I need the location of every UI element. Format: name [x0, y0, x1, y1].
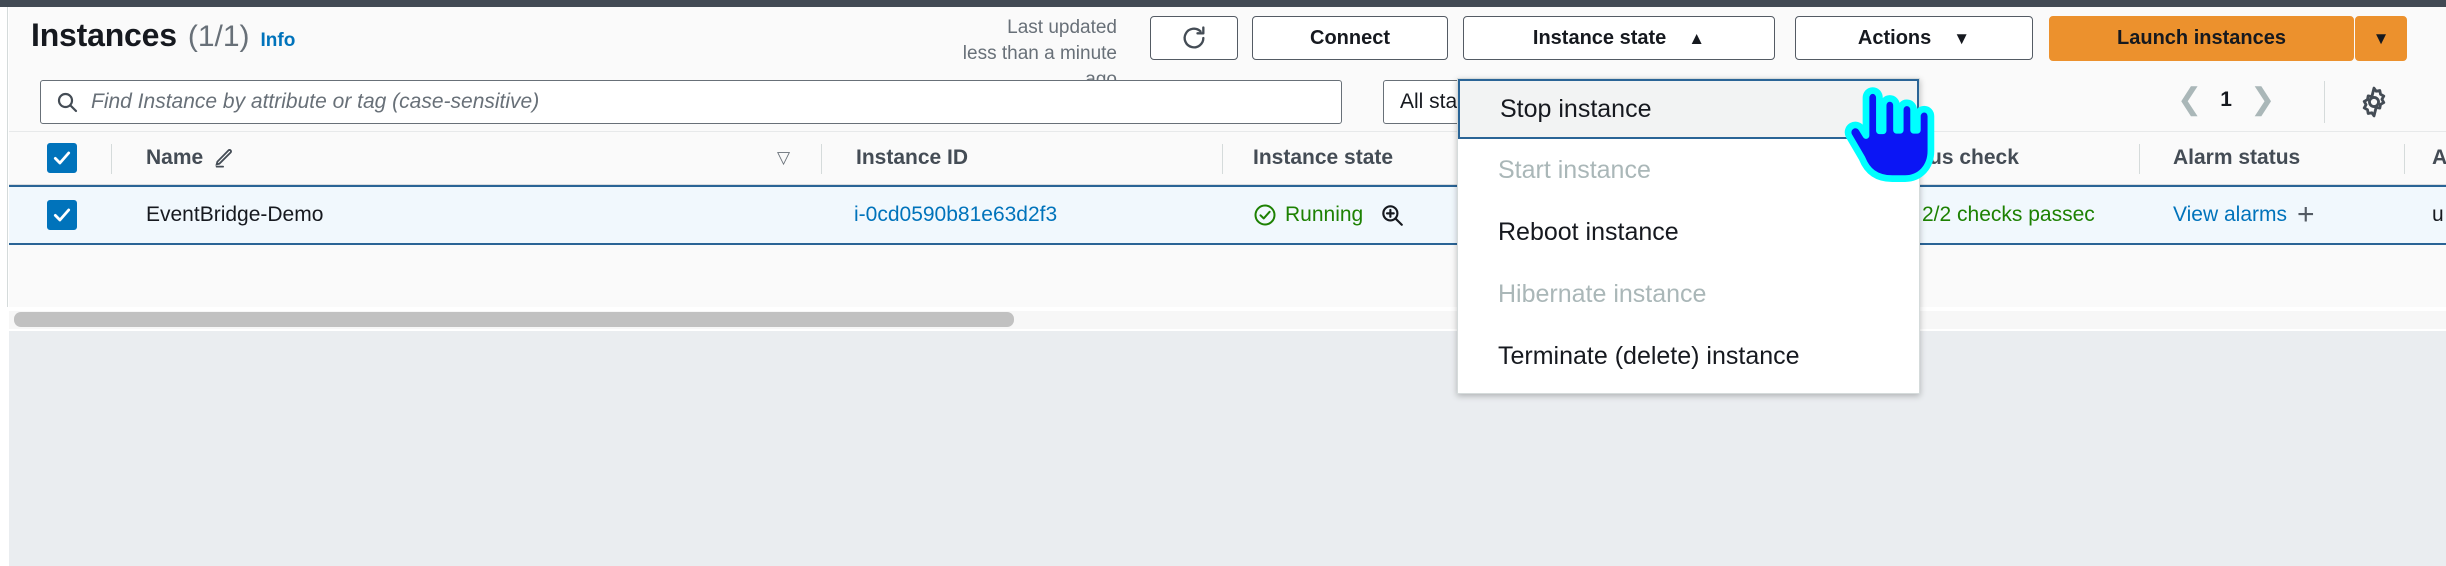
- instance-name: EventBridge-Demo: [146, 203, 324, 226]
- column-label: Instance state: [1253, 146, 1394, 169]
- column-label: A: [2432, 146, 2446, 169]
- cell-alarm-status[interactable]: View alarms +: [2173, 187, 2315, 243]
- actions-button[interactable]: Actions ▼: [1795, 16, 2033, 60]
- pagination: ❮ 1 ❯: [2177, 85, 2275, 115]
- column-header-instance-id[interactable]: Instance ID: [856, 132, 968, 184]
- connect-label: Connect: [1310, 26, 1390, 49]
- menu-item-label: Terminate (delete) instance: [1498, 341, 1800, 370]
- filter-row: Find Instance by attribute or tag (case-…: [9, 69, 2446, 131]
- magnify-plus-icon[interactable]: [1379, 202, 1405, 228]
- select-all-checkbox[interactable]: [47, 132, 77, 184]
- checkbox-checked[interactable]: [47, 200, 77, 230]
- cell-status-check: 2/2 checks passec: [1922, 187, 2095, 243]
- top-chrome-strip: [0, 0, 2446, 7]
- instances-table: Name ▽ Instance ID Instance state: [9, 131, 2446, 245]
- info-link[interactable]: Info: [260, 30, 296, 51]
- settings-button[interactable]: [2357, 85, 2391, 119]
- actions-label: Actions: [1857, 26, 1932, 49]
- chevron-up-icon: ▲: [1688, 28, 1706, 48]
- check-circle-icon: [1254, 204, 1276, 226]
- menu-item-start-instance: Start instance: [1458, 139, 1919, 201]
- connect-button[interactable]: Connect: [1252, 16, 1448, 60]
- edit-pencil-icon[interactable]: [213, 147, 235, 169]
- instance-state-label: Instance state: [1532, 26, 1667, 49]
- launch-instances-dropdown-button[interactable]: ▼: [2355, 16, 2407, 61]
- column-header-instance-state[interactable]: Instance state: [1253, 132, 1393, 184]
- checkbox-checked[interactable]: [47, 143, 77, 173]
- column-header-clipped[interactable]: A: [2432, 132, 2446, 184]
- plus-icon[interactable]: +: [2296, 198, 2315, 231]
- refresh-button[interactable]: [1150, 16, 1238, 60]
- column-header-status-check[interactable]: tus check: [1922, 132, 2019, 184]
- chevron-right-icon[interactable]: ❯: [2250, 83, 2276, 116]
- page-title-group: Instances (1/1) Info: [31, 17, 295, 54]
- left-rail: [0, 7, 8, 307]
- menu-item-terminate-instance[interactable]: Terminate (delete) instance: [1458, 325, 1919, 387]
- menu-item-reboot-instance[interactable]: Reboot instance: [1458, 201, 1919, 263]
- cell-name: EventBridge-Demo: [146, 187, 323, 243]
- column-sort-name[interactable]: ▽: [777, 132, 790, 184]
- header-divider: [2404, 144, 2405, 174]
- clipped-value: u: [2432, 203, 2444, 226]
- column-label: Name: [146, 146, 204, 169]
- page-number[interactable]: 1: [2220, 88, 2232, 111]
- row-select-checkbox[interactable]: [47, 187, 77, 243]
- state-filter-label: All sta: [1400, 90, 1458, 113]
- status-check-value: 2/2 checks passec: [1922, 203, 2095, 226]
- cell-instance-id[interactable]: i-0cd0590b81e63d2f3: [854, 187, 1057, 243]
- launch-instances-button[interactable]: Launch instances: [2049, 16, 2354, 61]
- table-header-row: Name ▽ Instance ID Instance state: [9, 131, 2446, 185]
- check-icon: [53, 151, 71, 165]
- panel-header: Instances (1/1) Info Last updated less t…: [9, 7, 2446, 90]
- chevron-down-icon: ▼: [1953, 28, 1971, 48]
- menu-item-stop-instance[interactable]: Stop instance: [1458, 79, 1919, 139]
- search-icon: [57, 92, 78, 113]
- horizontal-scrollbar-thumb[interactable]: [14, 312, 1014, 327]
- column-header-name[interactable]: Name: [146, 132, 235, 184]
- instance-state-button[interactable]: Instance state ▲: [1463, 16, 1775, 60]
- chevron-down-icon: ▼: [2372, 29, 2390, 48]
- last-updated-line1: Last updated: [1007, 17, 1117, 38]
- column-label: tus check: [1922, 146, 2019, 169]
- menu-item-label: Start instance: [1498, 155, 1651, 184]
- chevron-left-icon[interactable]: ❮: [2177, 83, 2203, 116]
- menu-item-label: Stop instance: [1500, 94, 1652, 123]
- launch-instances-label: Launch instances: [2117, 27, 2286, 49]
- header-divider: [2139, 144, 2140, 174]
- instances-panel: Instances (1/1) Info Last updated less t…: [9, 7, 2446, 307]
- instance-count: (1/1): [187, 20, 250, 53]
- refresh-icon: [1183, 26, 1205, 49]
- column-header-alarm-status[interactable]: Alarm status: [2173, 132, 2300, 184]
- page-background-area: [9, 331, 2446, 566]
- header-divider: [1222, 144, 1223, 174]
- search-placeholder: Find Instance by attribute or tag (case-…: [91, 90, 540, 113]
- view-alarms-link[interactable]: View alarms: [2173, 203, 2287, 226]
- instance-id-link[interactable]: i-0cd0590b81e63d2f3: [854, 203, 1058, 226]
- cell-instance-state: Running: [1253, 187, 1405, 243]
- column-label: Instance ID: [856, 146, 969, 169]
- menu-item-label: Hibernate instance: [1498, 279, 1707, 308]
- gear-icon: [2362, 86, 2386, 118]
- menu-item-hibernate-instance: Hibernate instance: [1458, 263, 1919, 325]
- column-label: Alarm status: [2173, 146, 2301, 169]
- pagination-divider: [2324, 81, 2325, 123]
- header-divider: [821, 144, 822, 174]
- header-divider: [111, 144, 112, 174]
- search-input[interactable]: Find Instance by attribute or tag (case-…: [40, 80, 1342, 124]
- menu-item-label: Reboot instance: [1498, 217, 1679, 246]
- instance-state-menu: Stop instance Start instance Reboot inst…: [1457, 78, 1920, 394]
- instance-state-value: Running: [1285, 203, 1364, 226]
- cell-clipped: u: [2432, 187, 2444, 243]
- sort-descending-icon: ▽: [777, 148, 791, 167]
- bottom-left-rail: [0, 331, 9, 566]
- check-icon: [53, 208, 71, 222]
- table-row[interactable]: EventBridge-Demo i-0cd0590b81e63d2f3 Run…: [9, 185, 2446, 245]
- page-title: Instances: [31, 17, 177, 53]
